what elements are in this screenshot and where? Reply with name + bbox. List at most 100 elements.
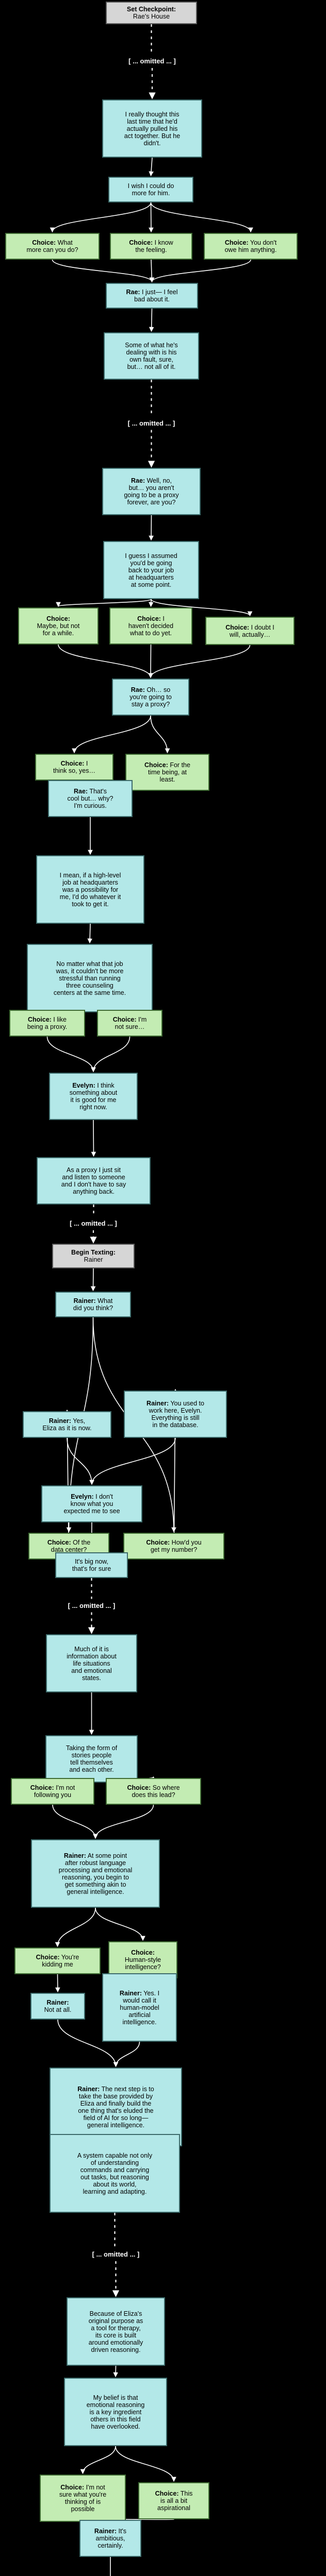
edge <box>90 1268 96 1292</box>
node-text: Much of it is information about life sit… <box>67 1645 117 1682</box>
speaker-label: Choice: <box>155 2490 179 2497</box>
choice-node[interactable]: Choice: So where does this lead? <box>106 1778 201 1805</box>
edge <box>149 259 155 283</box>
edge <box>67 1437 94 1485</box>
node-text: Yes. I would call it human-model artific… <box>120 1989 160 2026</box>
dialogue-node[interactable]: A system capable not only of understandi… <box>50 2134 180 2213</box>
speaker-label: Rainer: <box>146 1400 169 1407</box>
dialogue-node[interactable]: Rae: I just— I feel bad about it. <box>106 283 198 309</box>
choice-node[interactable]: Choice: I'm not following you <box>11 1778 94 1805</box>
node-text: No matter what that job was, it couldn't… <box>53 960 126 996</box>
speaker-label: Choice: <box>131 1949 155 1956</box>
choice-node[interactable]: Choice: I think so, yes… <box>35 754 113 781</box>
choice-node[interactable]: Choice: How'd you get my number? <box>123 1533 224 1560</box>
choice-node[interactable]: Choice: This is all a bit aspirational <box>138 2482 209 2519</box>
speaker-label: Rainer: <box>94 2528 117 2535</box>
dialogue-node[interactable]: Rainer: You used to work here, Evelyn. E… <box>124 1391 227 1438</box>
speaker-label: Choice: <box>224 239 249 246</box>
dialogue-node[interactable]: I really thought this last time that he'… <box>102 99 202 158</box>
dialogue-node[interactable]: My belief is that emotional reasoning is… <box>64 2378 167 2446</box>
dialogue-node[interactable]: I mean, if a high-level job at headquart… <box>36 855 144 924</box>
node-text: I mean, if a high-level job at headquart… <box>59 871 121 908</box>
dialogue-node[interactable]: As a proxy I just sit and listen to some… <box>37 1157 151 1205</box>
speaker-label: Rainer: <box>46 1999 69 2006</box>
choice-node[interactable]: Choice: What more can you do? <box>5 233 100 260</box>
node-text: I think something about it is good for m… <box>69 1082 118 1111</box>
dialogue-node[interactable]: Evelyn: I don't know what you expected m… <box>41 1485 142 1522</box>
edge <box>95 1907 145 1941</box>
edge <box>55 1907 96 1947</box>
speaker-label: Choice: <box>46 615 70 622</box>
node-text: What more can you do? <box>26 239 78 253</box>
choice-node[interactable]: Choice: You don't owe him anything. <box>204 233 298 260</box>
node-text: As a proxy I just sit and listen to some… <box>61 1166 126 1195</box>
choice-node[interactable]: Choice: I'm not sure what you're thinkin… <box>40 2475 126 2522</box>
dialogue-node[interactable]: No matter what that job was, it couldn't… <box>27 944 153 1012</box>
speaker-label: Rainer: <box>48 1417 71 1425</box>
edge <box>148 645 251 679</box>
marker-node[interactable]: Begin Texting:Rainer <box>52 1244 135 1268</box>
dialogue-node[interactable]: Some of what he's dealing with is his ow… <box>104 332 199 380</box>
dialogue-node[interactable]: Rae: Oh… so you're going to stay a proxy… <box>112 679 189 716</box>
node-text: What did you think? <box>73 1297 113 1312</box>
choice-node[interactable]: Choice: I like being a proxy. <box>9 1010 85 1037</box>
node-text: It's big now, that's for sure <box>72 1558 111 1572</box>
edge <box>80 2446 116 2475</box>
choice-node[interactable]: Choice: I doubt I will, actually… <box>205 617 295 645</box>
edge <box>149 259 251 283</box>
speaker-label: Choice: <box>137 615 161 622</box>
dialogue-node[interactable]: Rainer: Yes. I would call it human-model… <box>102 1973 177 2042</box>
edge <box>149 515 154 541</box>
node-text: I know the feeling. <box>135 239 173 253</box>
marker-value: Rae's House <box>133 13 170 20</box>
edge <box>52 259 155 283</box>
node-text: I'm not sure what you're thinking of is … <box>59 2484 107 2513</box>
node-text: Taking the form of stories people tell t… <box>66 1744 118 1773</box>
choice-node[interactable]: Choice: For the time being, at least. <box>125 754 209 791</box>
dialogue-node[interactable]: Taking the form of stories people tell t… <box>45 1735 138 1783</box>
choice-node[interactable]: Choice: I'm not sure… <box>97 1010 162 1037</box>
node-text: I really thought this last time that he'… <box>124 110 181 147</box>
dialogue-node[interactable]: Evelyn: I think something about it is go… <box>49 1073 138 1120</box>
choice-node[interactable]: Choice: Maybe, but not for a while. <box>18 607 99 645</box>
dialogue-node[interactable]: I wish I could do more for him. <box>108 177 193 202</box>
dialogue-node[interactable]: Rainer: It's ambitious, certainly. <box>79 2520 141 2557</box>
dialogue-node[interactable]: Rae: That's cool but… why? I'm curious. <box>48 780 133 817</box>
node-text: The next step is to take the base provid… <box>78 2085 154 2129</box>
marker-node[interactable]: Set Checkpoint:Rae's House <box>106 2 197 24</box>
dialogue-node[interactable]: Rae: Well, no, but… you aren't going to … <box>102 468 201 515</box>
choice-node[interactable]: Choice: I know the feeling. <box>110 233 192 260</box>
node-text: So where does this lead? <box>132 1784 180 1799</box>
marker-title: Set Checkpoint: <box>126 6 176 13</box>
node-text: Well, no, but… you aren't going to be a … <box>124 477 179 506</box>
edge <box>150 202 253 233</box>
choice-node[interactable]: Choice: I haven't decided what to do yet… <box>109 607 192 645</box>
node-text: That's cool but… why? I'm curious. <box>67 788 113 809</box>
speaker-label: Choice: <box>36 1954 60 1961</box>
dialogue-node[interactable]: It's big now, that's for sure <box>55 1552 128 1578</box>
dialogue-node[interactable]: Much of it is information about life sit… <box>46 1634 137 1692</box>
edge <box>58 644 153 679</box>
speaker-label: Choice: <box>146 1539 170 1546</box>
dialogue-node[interactable]: Rainer: What did you think? <box>55 1292 131 1317</box>
speaker-label: Choice: <box>47 1539 71 1546</box>
node-text: How'd you get my number? <box>150 1539 202 1553</box>
dialogue-node[interactable]: Rainer: At some point after robust langu… <box>31 1839 160 1908</box>
speaker-label: Rae: <box>74 788 88 795</box>
dialogue-node[interactable]: Rainer: Not at all. <box>30 1993 85 2020</box>
dialogue-node[interactable]: I guess I assumed you'd be going back to… <box>103 541 199 599</box>
speaker-label: Choice: <box>225 623 250 631</box>
speaker-label: Choice: <box>60 2484 85 2491</box>
dialogue-node[interactable]: Because of Eliza's original purpose as a… <box>67 2297 165 2366</box>
node-text: Human-style intelligence? <box>124 1956 161 1971</box>
node-text: Maybe, but not for a while. <box>37 622 80 637</box>
dialogue-node[interactable]: Rainer: Yes, Eliza as it is now. <box>23 1411 111 1438</box>
node-text: I wish I could do more for him. <box>127 182 174 197</box>
edge <box>91 1120 96 1157</box>
edge <box>93 1804 154 1839</box>
choice-node[interactable]: Choice: You're kidding me <box>14 1947 101 1974</box>
speaker-label: Evelyn: <box>72 1082 95 1089</box>
edge <box>56 599 152 607</box>
edge <box>89 1437 176 1485</box>
